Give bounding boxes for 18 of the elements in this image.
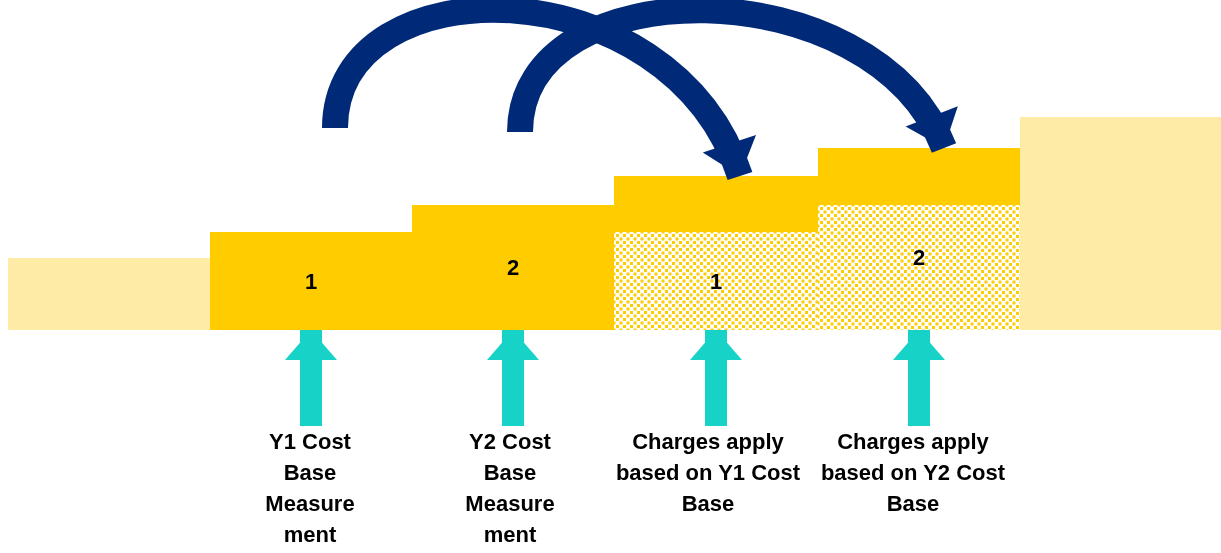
dotted-step-block bbox=[614, 232, 818, 330]
step-number: 1 bbox=[304, 267, 318, 296]
block-arrow bbox=[690, 330, 742, 426]
step-block bbox=[1020, 117, 1221, 330]
caption-text: Y1 Cost Base Measure ment bbox=[264, 428, 356, 549]
dotted-step-block bbox=[818, 205, 1020, 330]
step-number: 2 bbox=[506, 254, 520, 282]
step-block bbox=[818, 148, 1020, 205]
block-arrow bbox=[285, 330, 337, 426]
caption-text: Y2 Cost Base Measure ment bbox=[464, 428, 556, 549]
step-block bbox=[210, 232, 412, 330]
block-arrow bbox=[487, 330, 539, 426]
caption-text: Charges apply based on Y2 Cost Base bbox=[819, 428, 1007, 518]
step-block bbox=[614, 176, 818, 232]
step-block bbox=[412, 205, 614, 330]
block-arrow bbox=[893, 330, 945, 426]
step-block bbox=[8, 258, 210, 330]
caption-text: Charges apply based on Y1 Cost Base bbox=[614, 428, 802, 518]
